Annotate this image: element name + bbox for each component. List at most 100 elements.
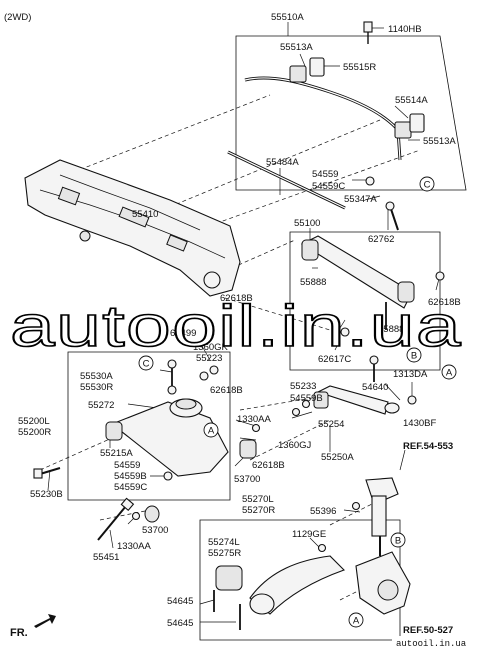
label-55272: 55272 [88,400,114,411]
label-55451: 55451 [93,552,119,563]
label-1129ge: 1129GE [292,529,326,540]
label-62618b-a: 62618B [220,293,253,304]
watermark-main: autooil.in.ua [10,294,462,359]
label-55200l: 55200L [18,416,50,427]
label-62618b-d: 62618B [252,460,285,471]
label-55530r: 55530R [80,382,113,393]
marker-a-mid [203,422,219,438]
label-54645-a: 54645 [167,596,193,607]
label-1330aa-top: 1330AA [237,414,271,425]
stabilizer-bushing-left [289,65,307,83]
label-55223: 55223 [196,353,222,364]
label-55215a: 55215A [100,448,133,459]
svg-text:A: A [208,426,215,437]
label-1430bf: 1430BF [403,418,436,429]
svg-text:A: A [353,616,360,627]
stabilizer-bushing-right [394,121,412,139]
parts [24,21,445,630]
marker-b-low [390,532,406,548]
bolt-55451 [97,505,127,541]
label-55513a-right: 55513A [423,136,456,147]
bushing-53700 [239,439,257,459]
bushing-55888-a [301,239,319,261]
lower-arm-group-box [289,231,441,371]
label-55484a: 55484A [266,157,299,168]
trailing-arm-55270 [249,555,346,615]
bushing-55215a [105,421,123,441]
bolt-55230b [39,467,61,475]
part-labels: (2WD) 55510A 1140HB 55513A 55515R 55514A… [4,12,461,639]
nut-54559c [365,176,375,186]
label-54559b-mid: 54559B [114,471,147,482]
label-53700-a: 53700 [234,474,260,485]
stabilizer-bar [244,76,402,161]
label-1140hb: 1140HB [388,24,422,35]
label-54645-b: 54645 [167,618,193,629]
label-54559c-mid: 54559C [114,482,147,493]
marker-a-right [441,364,457,380]
watermark-small: autooil.in.ua [396,639,467,649]
marker-a-low [348,612,364,628]
nut-62617c [340,327,350,337]
label-55530a: 55530A [80,371,113,382]
bolt-1140hb [363,21,373,33]
bushing-55254 [313,391,329,409]
label-55230b: 55230B [30,489,63,500]
spring-seat [365,477,399,501]
label-62618b-c: 62618B [210,385,243,396]
label-55514a: 55514A [395,95,428,106]
label-53700-b: 53700 [142,525,168,536]
joint-54640 [384,402,400,414]
label-55275r: 55275R [208,548,241,559]
label-55254: 55254 [318,419,344,430]
label-1360gj: 1360GJ [278,440,312,451]
label-62762: 62762 [368,234,394,245]
ref-50-527: REF.50-527 [403,625,453,636]
label-54559: 54559 [312,169,338,180]
stabilizer-bracket-left [309,57,325,77]
reference-markers: C B C A A B A [138,176,457,628]
label-55888-a: 55888 [300,277,326,288]
label-54559-mid: 54559 [114,460,140,471]
svg-text:C: C [143,359,150,370]
label-62617c: 62617C [318,354,351,365]
label-55250a: 55250A [321,452,354,463]
label-54640: 54640 [362,382,388,393]
label-55270l: 55270L [242,494,274,505]
assist-arm-55250a [316,385,389,415]
label-55270r: 55270R [242,505,275,516]
label-55410: 55410 [132,209,158,220]
watermark: autooil.in.ua autooil.in.ua [9,293,478,649]
label-55515r: 55515R [343,62,376,73]
bushing-55888-b [397,281,415,303]
svg-text:B: B [395,536,401,547]
stabilizer-bracket-right [409,113,425,133]
stabilizer-group-box [235,35,467,191]
strut-55396 [371,495,387,537]
upper-arm-group-box [67,351,231,501]
label-55396: 55396 [310,506,336,517]
bushing-55274 [215,565,243,591]
ref-54-553: REF.54-553 [403,441,453,452]
variant-label: (2WD) [4,12,31,23]
marker-b-mid [406,347,422,363]
label-62618b-b: 62618B [428,297,461,308]
bushing-53700-b [144,505,160,523]
label-55347a: 55347A [344,194,377,205]
label-1313da: 1313DA [393,369,428,380]
label-55100: 55100 [294,218,320,229]
svg-text:C: C [424,180,431,191]
label-54559c-top: 54559C [312,181,345,192]
svg-text:A: A [446,368,453,379]
label-55513a-top: 55513A [280,42,313,53]
front-label: FR. [10,627,28,639]
marker-c-left [138,355,154,371]
label-62499: 62499 [170,328,196,339]
label-55233: 55233 [290,381,316,392]
svg-text:B: B [411,351,417,362]
label-55510a: 55510A [271,12,304,23]
front-arrow-icon [34,614,56,628]
marker-c-top [419,176,435,192]
